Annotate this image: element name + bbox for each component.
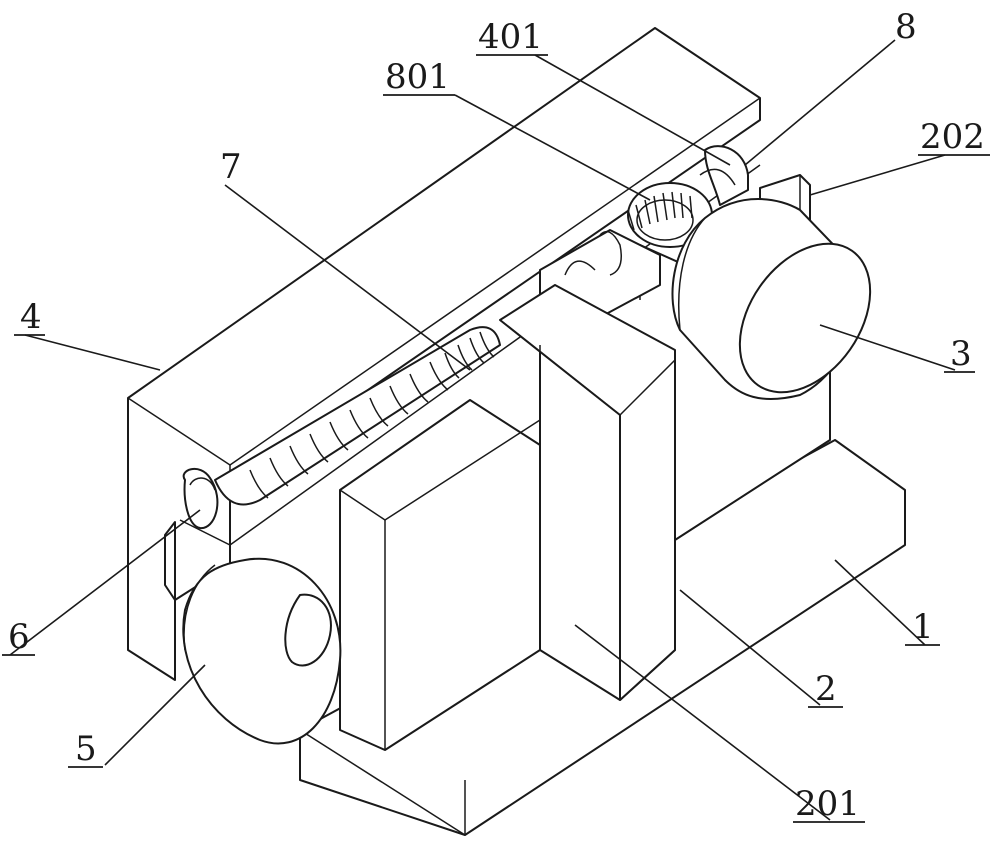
label-5: 5	[75, 729, 97, 769]
rear-bracket	[700, 146, 748, 205]
label-7: 7	[220, 147, 242, 187]
label-801: 801	[385, 57, 450, 97]
label-3: 3	[950, 334, 972, 374]
label-8: 8	[895, 7, 917, 47]
label-1: 1	[912, 607, 934, 647]
label-401: 401	[478, 17, 543, 57]
label-6: 6	[8, 617, 30, 657]
label-4: 4	[20, 297, 42, 337]
label-201: 201	[795, 784, 860, 824]
label-2: 2	[815, 669, 837, 709]
label-202: 202	[920, 117, 985, 157]
side-disc	[183, 559, 340, 744]
